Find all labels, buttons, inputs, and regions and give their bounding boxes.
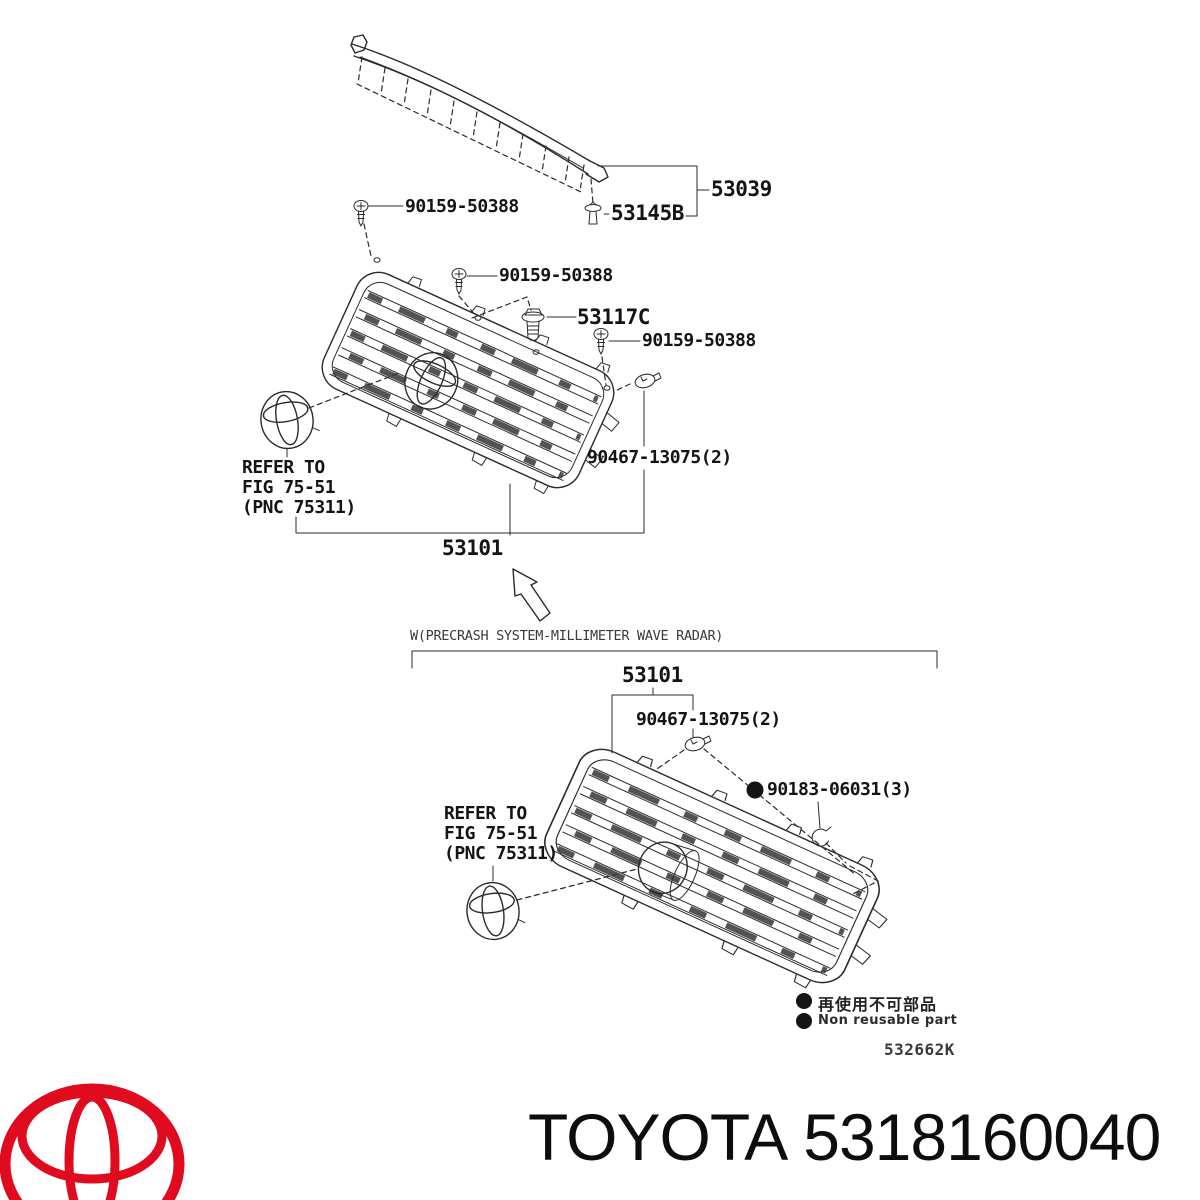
radiator-grille-radar [533,733,907,1007]
footer-part-number: 5318160040 [803,1100,1161,1174]
radar-opening [637,841,700,901]
up-left-arrow [512,568,551,622]
part-label-53039: 53039 [711,177,772,201]
radiator-grille-standard [311,256,639,509]
part-label-90467-grille2: 90467-13075(2) [636,709,781,730]
radar-section-header: W(PRECRASH SYSTEM-MILLIMETER WAVE RADAR) [410,628,724,644]
part-label-53101-grille1: 53101 [442,536,503,560]
legend-japanese: 再使用不可部品 [818,995,938,1014]
toyota-logo [0,1083,185,1200]
part-label-53117c: 53117C [577,305,650,329]
non-reusable-bullet-icon [746,781,764,799]
hood-moulding-trim [350,34,609,193]
clip-icon-90467-grille2 [683,734,712,754]
diagram-code: 532662K [884,1040,955,1059]
bolt-icon-53117c [521,308,545,341]
grommet-icon-90183 [811,826,832,847]
grille1-leader-lines [286,257,645,536]
part-label-screw-top: 90159-50388 [405,196,519,217]
part-label-53145b: 53145B [611,201,684,225]
emblem-standalone-grille1 [255,386,320,454]
part-label-90467-grille1: 90467-13075(2) [587,447,732,468]
screw-icon-top [353,200,369,227]
retainer-clip-icon-53145b [584,201,602,225]
legend-bullet-en-icon [796,1013,812,1029]
part-label-screw-grille1-top: 90159-50388 [499,265,613,286]
legend-bullet-jp-icon [796,993,812,1009]
refer-note-grille2: REFER TO FIG 75-51 (PNC 75311) [444,803,558,864]
part-label-screw-grille1-right: 90159-50388 [642,330,756,351]
refer-note-grille1: REFER TO FIG 75-51 (PNC 75311) [242,457,356,518]
legend-english: Non reusable part [818,1013,958,1028]
part-label-90183: 90183-06031(3) [767,779,912,800]
grille-emblem-mark [395,343,468,419]
screw-icon-grille1-right [593,328,609,355]
part-label-53101-grille2: 53101 [622,663,683,687]
top-leader-lines [363,165,710,257]
clip-icon-90467-grille1 [633,371,662,391]
screw-icon-grille1-top [451,268,467,295]
emblem-standalone-grille2 [462,878,526,944]
footer-brand: TOYOTA [528,1100,788,1174]
